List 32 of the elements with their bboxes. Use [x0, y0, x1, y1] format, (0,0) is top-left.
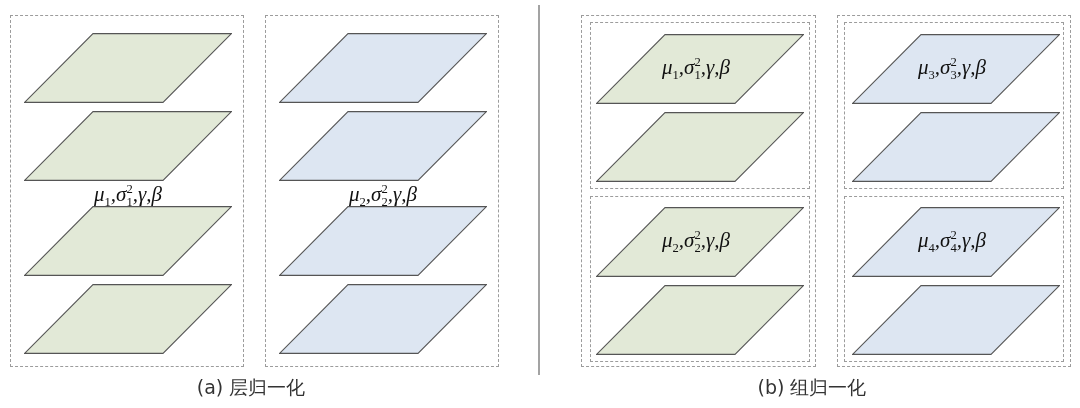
feature-plane: [279, 111, 487, 181]
dashed-group-box: [844, 196, 1064, 362]
feature-plane: [596, 112, 804, 182]
dashed-group-box: [590, 22, 810, 189]
feature-plane: [852, 285, 1060, 355]
dashed-group-box: [10, 15, 244, 367]
parameter-label: μ$_{2}$,σ$_{2}$$^{2}$,γ,β: [349, 184, 417, 204]
feature-plane: [24, 284, 232, 354]
feature-plane: [24, 33, 232, 103]
dashed-group-box: [590, 196, 810, 362]
figure-caption: (b) 组归一化: [757, 376, 867, 398]
dashed-group-box: [837, 15, 1071, 367]
figure-caption: (a) 层归一化: [196, 376, 306, 398]
dashed-group-box: [581, 15, 816, 367]
feature-plane: [279, 33, 487, 103]
parameter-label: μ$_{1}$,σ$_{1}$$^{2}$,γ,β: [94, 184, 162, 204]
dashed-group-box: [265, 15, 499, 367]
feature-plane: [596, 34, 804, 104]
parameter-label: μ$_{2}$,σ$_{2}$$^{2}$,γ,β: [662, 230, 730, 250]
feature-plane: [596, 285, 804, 355]
feature-plane: [852, 207, 1060, 277]
feature-plane: [852, 34, 1060, 104]
parameter-label: μ$_{4}$,σ$_{4}$$^{2}$,γ,β: [918, 230, 986, 250]
parameter-label: μ$_{3}$,σ$_{3}$$^{2}$,γ,β: [918, 57, 986, 77]
feature-plane: [279, 206, 487, 276]
feature-plane: [279, 284, 487, 354]
feature-plane: [852, 112, 1060, 182]
feature-plane: [24, 206, 232, 276]
feature-plane: [24, 111, 232, 181]
dashed-group-box: [844, 22, 1064, 189]
feature-plane: [596, 207, 804, 277]
parameter-label: μ$_{1}$,σ$_{1}$$^{2}$,γ,β: [662, 57, 730, 77]
